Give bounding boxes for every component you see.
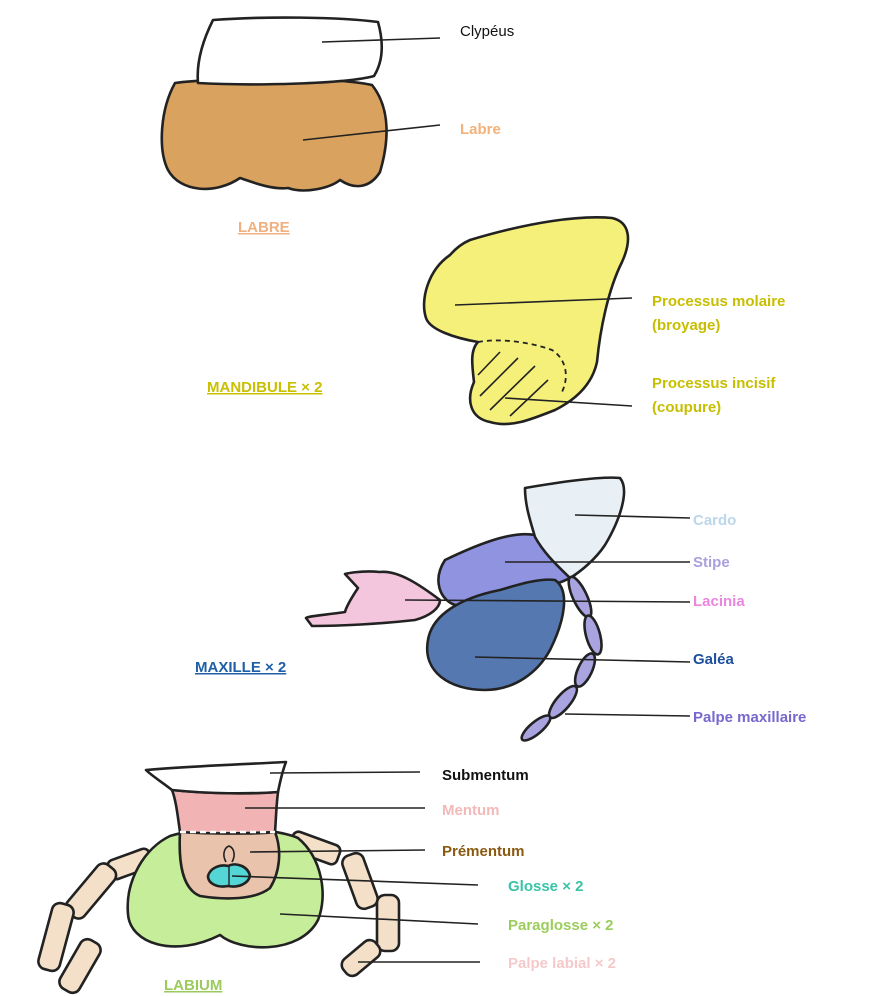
clypeus-label: Clypéus: [460, 23, 514, 40]
maxille-group: [306, 478, 690, 745]
submentum-shape: [146, 762, 286, 793]
labium-group: [37, 762, 480, 996]
labium-title: LABIUM: [164, 977, 222, 994]
submentum-leader: [270, 772, 420, 773]
molaire-label-line2: (broyage): [652, 317, 720, 334]
cardo-label: Cardo: [693, 512, 736, 529]
molaire-label-line1: Processus molaire: [652, 293, 785, 310]
lacinia-label: Lacinia: [693, 593, 745, 610]
mentum-label: Mentum: [442, 802, 500, 819]
glosse-label: Glosse × 2: [508, 878, 583, 895]
clypeus-shape: [198, 18, 382, 85]
palpe-maxillaire-leader: [565, 714, 690, 716]
lacinia-shape: [306, 571, 440, 626]
mandibule-title: MANDIBULE × 2: [207, 379, 322, 396]
prementum-label: Prémentum: [442, 843, 525, 860]
mandibule-group: [424, 217, 632, 424]
galea-label: Galéa: [693, 651, 735, 668]
mentum-shape: [172, 790, 278, 834]
maxille-title: MAXILLE × 2: [195, 659, 286, 676]
labre-group: [162, 18, 440, 191]
incisif-label-line2: (coupure): [652, 399, 721, 416]
palpe-maxillaire-label: Palpe maxillaire: [693, 709, 806, 726]
stipe-label: Stipe: [693, 554, 730, 571]
paraglosse-label: Paraglosse × 2: [508, 917, 613, 934]
incisif-label-line1: Processus incisif: [652, 375, 776, 392]
labre-title: LABRE: [238, 219, 290, 236]
palpe-labial-label: Palpe labial × 2: [508, 955, 616, 972]
labre-label: Labre: [460, 121, 501, 138]
submentum-label: Submentum: [442, 767, 529, 784]
mandibule-shape: [424, 217, 628, 424]
